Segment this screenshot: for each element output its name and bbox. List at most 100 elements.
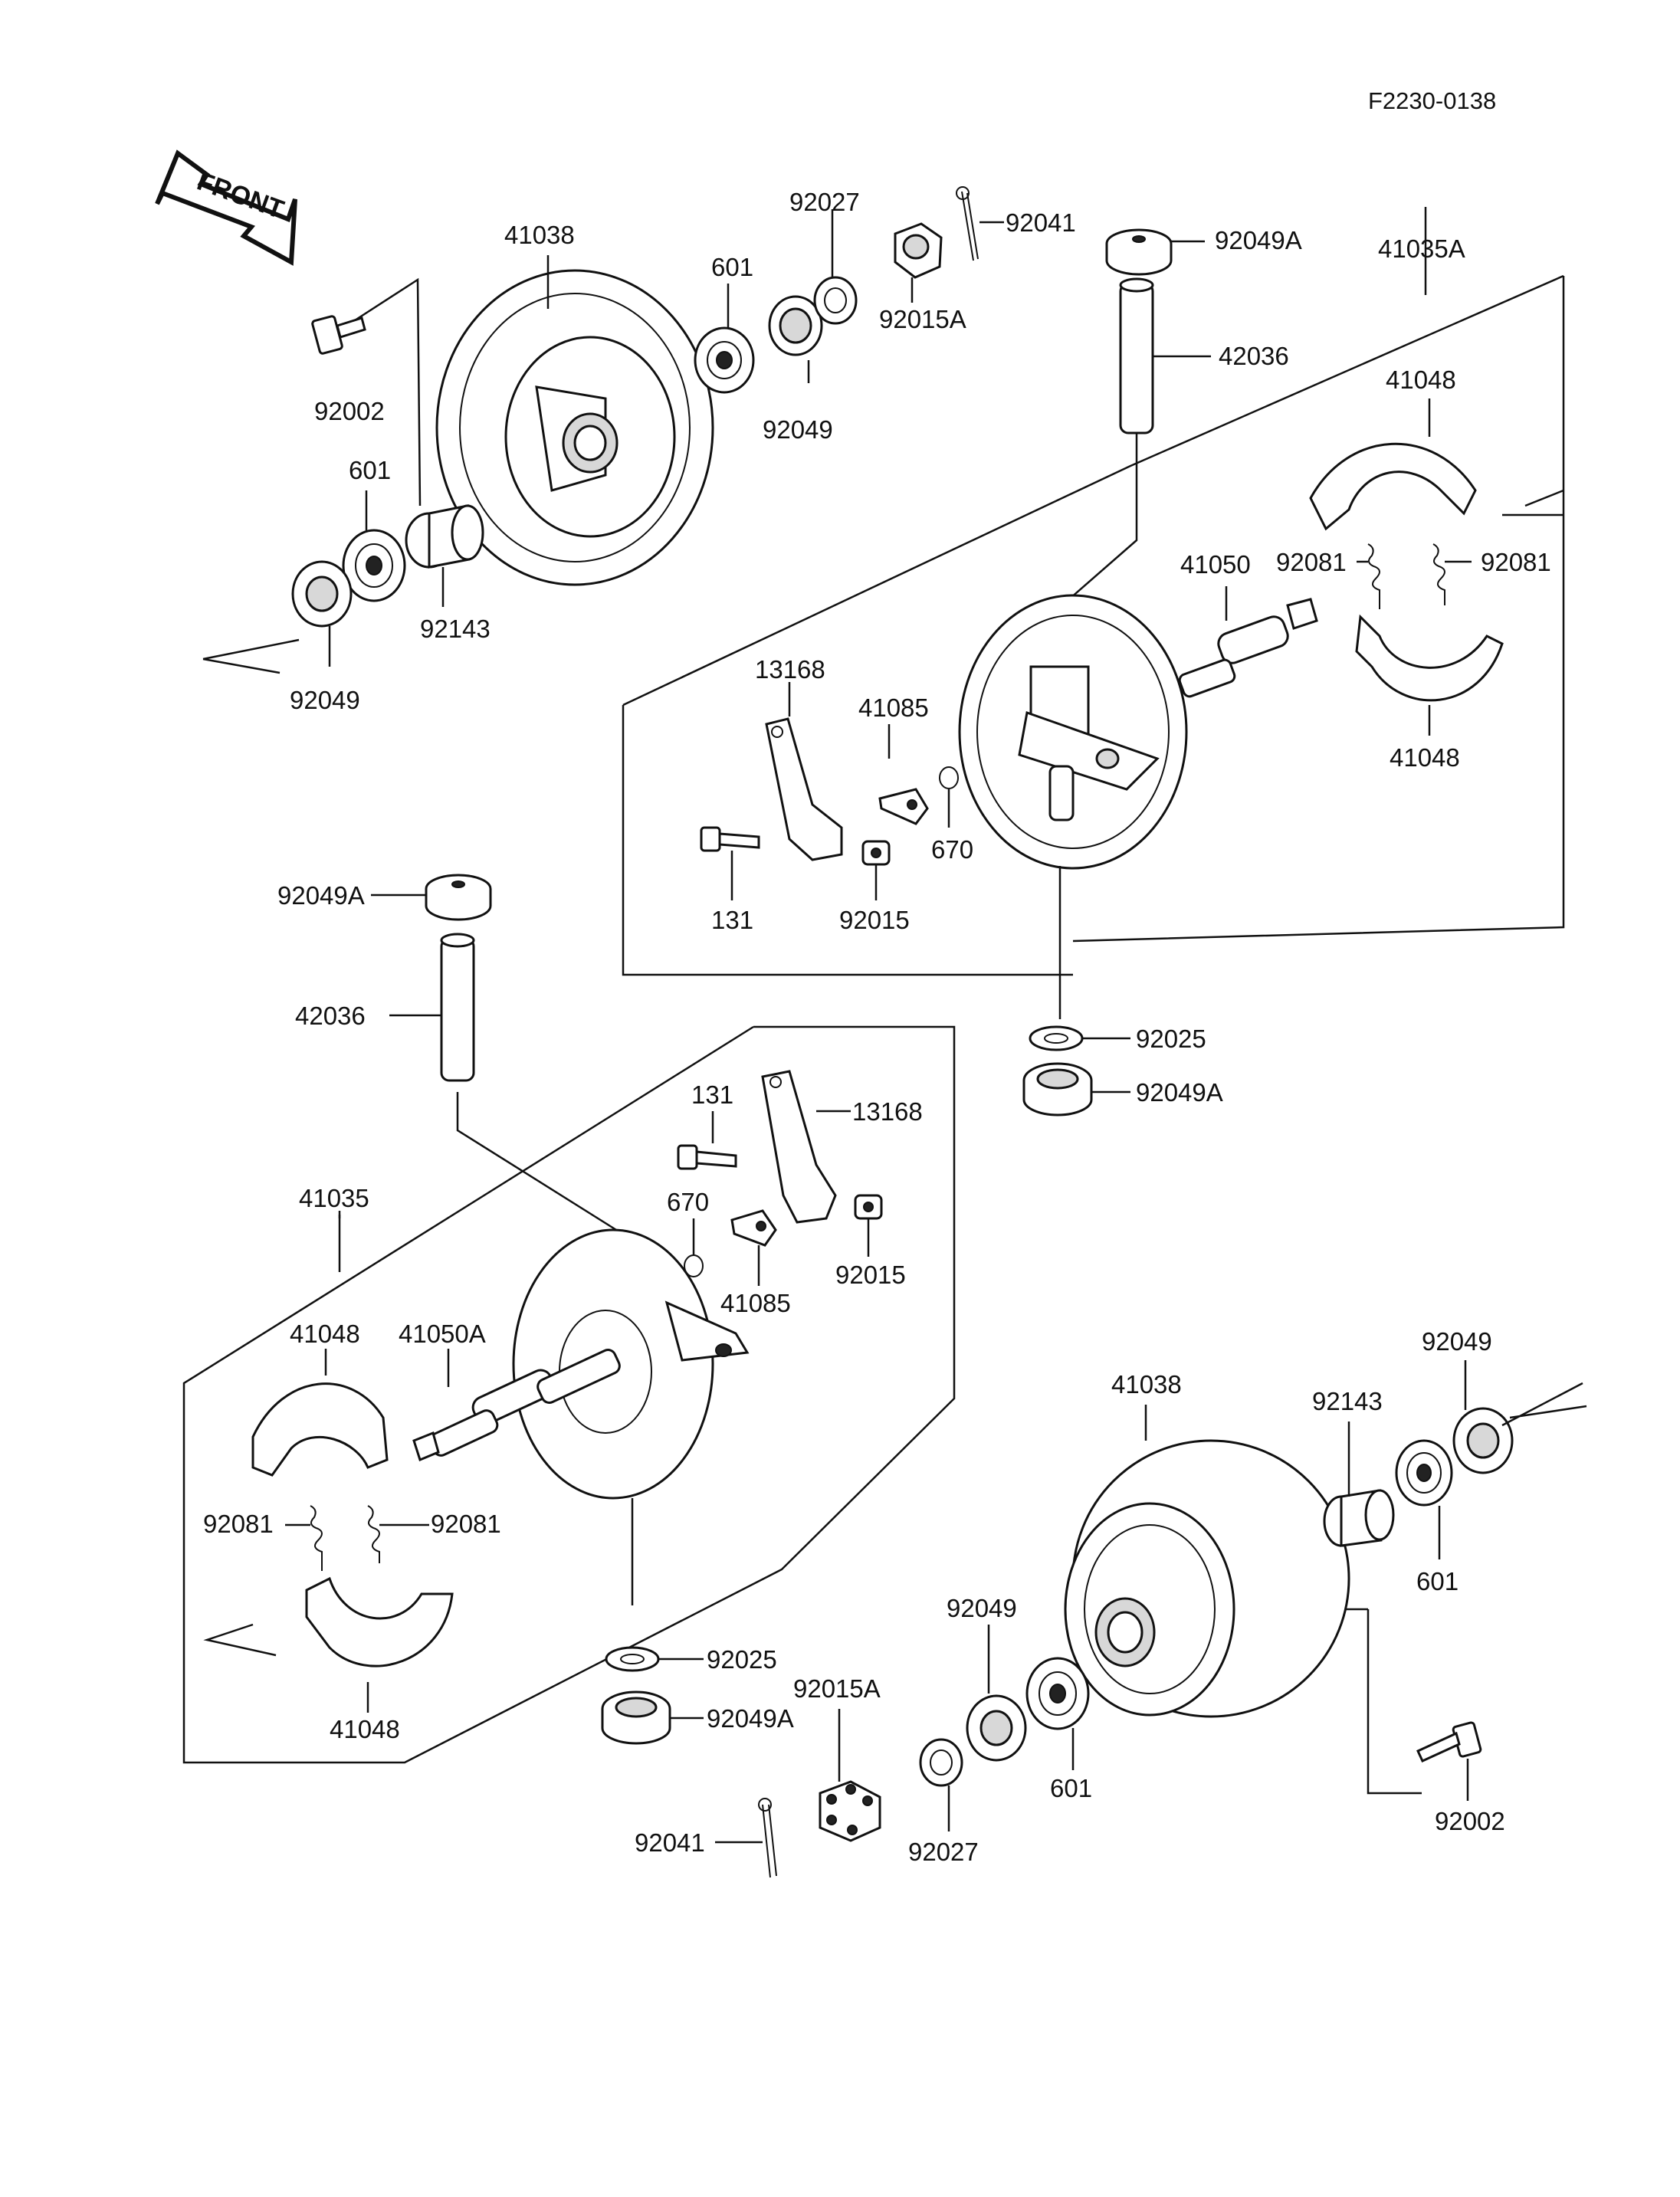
cap-92049A-top: [1105, 228, 1173, 276]
cotter-pin-92041-bottom: [758, 1798, 777, 1878]
label-bolt-top: 92002: [314, 397, 385, 425]
label-seal-right-top: 92049: [763, 415, 833, 444]
label-oring-bottom: 670: [667, 1188, 709, 1216]
indicator-41085-top: [878, 788, 929, 825]
label-spacer-long-bottom: 92143: [1312, 1387, 1383, 1415]
label-spring-left-top: 92081: [1276, 548, 1347, 576]
nut-92015-bottom: [854, 1194, 883, 1220]
label-nut-bottom: 92015: [835, 1261, 906, 1289]
bearing-601-bottom-right: [1395, 1439, 1453, 1507]
pin-42036-top: [1119, 277, 1154, 434]
bearing-601-top-right: [694, 326, 755, 394]
label-pin-bottom: 42036: [295, 1002, 366, 1030]
seal-92049-bottom-right: [1452, 1407, 1514, 1474]
bolt-92002-bottom: [1416, 1721, 1482, 1763]
drum-41038-top: [435, 269, 714, 586]
label-seal-left-top: 92049: [290, 686, 360, 714]
label-spring-right-bottom: 92081: [431, 1510, 501, 1538]
spring-92081-bottom-left: [310, 1505, 323, 1571]
label-nut-top: 92015A: [879, 305, 966, 333]
label-seal-top-panel: 92049A: [1136, 1078, 1223, 1107]
label-pin-top: 42036: [1219, 342, 1289, 370]
bearing-601-bottom-left: [1025, 1657, 1090, 1730]
label-bearing-inner-top: 601: [349, 456, 391, 484]
label-drum-bottom: 41038: [1111, 1370, 1182, 1399]
brake-panel-top: [958, 594, 1188, 870]
front-arrow: FRONT: [155, 149, 297, 266]
label-seal-left-bottom: 92049: [947, 1594, 1017, 1622]
label-seal-right-bottom: 92049: [1422, 1327, 1492, 1356]
label-spring-left-bottom: 92081: [203, 1510, 274, 1538]
cam-41050A-bottom: [412, 1349, 621, 1462]
lever-13168-top: [765, 717, 843, 861]
label-indicator-top: 41085: [858, 694, 929, 722]
label-cotter-bottom: 92041: [635, 1828, 705, 1857]
shoe-41048-top-upper: [1309, 442, 1477, 531]
label-bearing-left-bottom: 601: [1050, 1774, 1092, 1802]
label-shoe-upper-bottom: 41048: [290, 1320, 360, 1348]
label-indicator-bottom: 41085: [720, 1289, 791, 1317]
seal-92049-top-left: [291, 560, 353, 628]
spacer-92143-bottom: [1323, 1489, 1395, 1547]
label-cam-top: 41050: [1180, 550, 1251, 579]
oring-670-top: [939, 766, 959, 789]
drum-41038-bottom: [1064, 1439, 1350, 1718]
label-assembly-top: 41035A: [1378, 234, 1465, 263]
label-spacer-long-top: 92143: [420, 615, 491, 643]
spring-92081-bottom-right: [367, 1505, 380, 1563]
label-washer-top: 92025: [1136, 1025, 1206, 1053]
shoe-41048-top-lower: [1355, 614, 1504, 702]
spacer-92027-bottom: [919, 1738, 963, 1787]
label-nut-bottom-wheel: 92015A: [793, 1674, 881, 1703]
label-assembly-bottom: 41035: [299, 1184, 369, 1212]
label-bearing-outer-top: 601: [711, 253, 753, 281]
label-shoe-lower-bottom: 41048: [330, 1715, 400, 1743]
label-cap-top: 92049A: [1215, 226, 1302, 254]
spacer-92027-top: [813, 276, 858, 325]
label-bolt-131-top: 131: [711, 906, 753, 934]
spring-92081-top-right: [1432, 543, 1445, 605]
nut-92015-top: [861, 840, 891, 866]
seal-92049-top-right: [768, 295, 823, 356]
label-bearing-right-bottom: 601: [1416, 1567, 1459, 1595]
oring-670-bottom: [684, 1254, 704, 1277]
label-oring-top: 670: [931, 835, 973, 864]
top-wheel-group: 41038 92002 601 92027 92049 92015A 92041…: [202, 186, 1076, 714]
bearing-601-top-left: [342, 529, 406, 602]
bolt-92002-top: [311, 315, 366, 355]
spring-92081-top-left: [1367, 543, 1380, 609]
washer-92025-top: [1029, 1025, 1084, 1051]
label-spacer-short-top: 92027: [789, 188, 860, 216]
washer-92025-bottom: [605, 1646, 660, 1672]
label-nut-top-panel: 92015: [839, 906, 910, 934]
label-cam-bottom: 41050A: [399, 1320, 486, 1348]
nut-92015A-bottom: [819, 1780, 881, 1842]
spacer-92143-top: [405, 504, 484, 569]
label-bolt-bottom: 92002: [1435, 1807, 1505, 1835]
nut-92015A-top: [894, 222, 943, 279]
bottom-wheel-group: 41038 92143 92049 601 92049 601 92015A 9…: [635, 1327, 1587, 1878]
label-lever-bottom: 13168: [852, 1097, 923, 1126]
label-cotter-top: 92041: [1006, 208, 1076, 237]
bottom-panel-group: 41035 92049A 42036 131 13168 670 41085 9…: [182, 874, 956, 1764]
bolt-131-bottom: [677, 1144, 737, 1170]
lever-13168-bottom: [761, 1070, 837, 1224]
indicator-41085-bottom: [730, 1209, 777, 1247]
label-shoe-upper-top: 41048: [1386, 366, 1456, 394]
label-lever-top: 13168: [755, 655, 825, 684]
label-bolt-131-bottom: 131: [691, 1080, 733, 1109]
label-spacer-short-bottom: 92027: [908, 1838, 979, 1866]
label-spring-right-top: 92081: [1481, 548, 1551, 576]
cap-92049A-bottom: [425, 874, 492, 921]
figure-id: F2230-0138: [1368, 87, 1496, 114]
label-drum-top: 41038: [504, 221, 575, 249]
shoe-41048-bottom-upper: [251, 1382, 389, 1477]
bolt-131-top: [700, 826, 760, 852]
label-shoe-lower-top: 41048: [1390, 743, 1460, 772]
pin-42036-bottom: [440, 933, 475, 1082]
label-cap-bottom: 92049A: [277, 881, 365, 910]
brake-panel-bottom: [512, 1228, 750, 1500]
seal-92049A-top: [1022, 1062, 1093, 1117]
top-panel-group: 41035A 92049A 42036 41048 92081 92081 41…: [622, 207, 1565, 1117]
